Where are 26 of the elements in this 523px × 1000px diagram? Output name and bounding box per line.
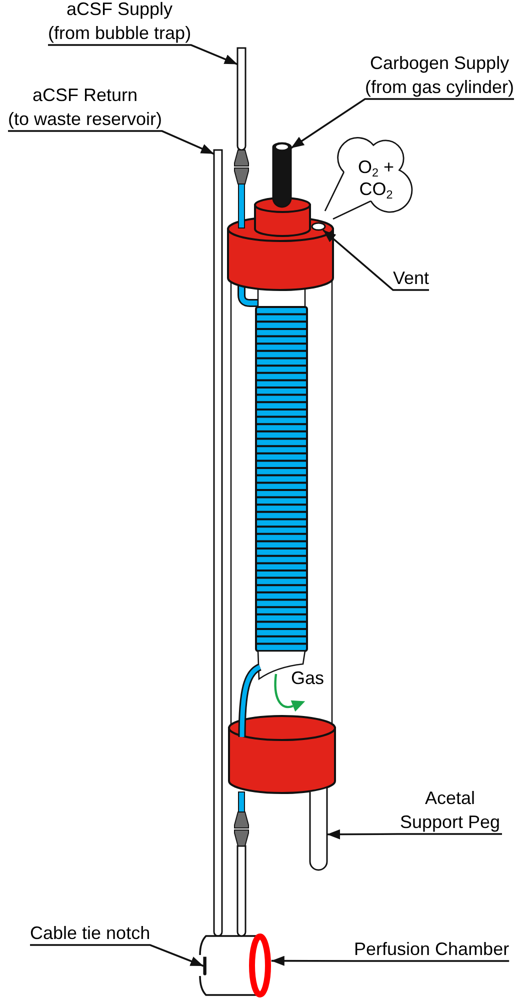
leader-line xyxy=(327,829,502,840)
leader-line xyxy=(322,229,429,291)
cable-tie-notch xyxy=(203,956,206,976)
perfusion-chamber xyxy=(199,934,271,998)
leader-line xyxy=(30,944,204,967)
callout-note: (to waste reservoir) xyxy=(8,108,162,131)
callout-label: aCSF Supply xyxy=(66,0,174,21)
vent-hole xyxy=(311,222,326,231)
bubble-text: O$_{2}$ + CO$_{2}$ xyxy=(356,156,396,200)
leader-line xyxy=(290,98,514,149)
support-peg xyxy=(309,786,328,871)
callout-label: Carbogen Supply xyxy=(368,52,510,75)
callout-note: (from gas cylinder) xyxy=(365,76,514,99)
callout-label: aCSF Return xyxy=(32,84,139,107)
callout-label: Cable tie notch xyxy=(30,921,150,945)
leader-line xyxy=(271,956,510,966)
supply-tube xyxy=(236,47,246,151)
callout-label: Perfusion Chamber xyxy=(354,937,510,961)
callout-label: Vent xyxy=(393,266,430,290)
return-tube xyxy=(213,149,223,937)
callout-note: (from bubble trap) xyxy=(48,22,192,45)
leader-line xyxy=(8,130,214,155)
flow-label: Gas xyxy=(291,667,324,689)
gas-inlet-tube xyxy=(272,142,292,208)
callout-label: Acetal Support Peg xyxy=(398,786,502,834)
leader-line xyxy=(48,44,238,66)
